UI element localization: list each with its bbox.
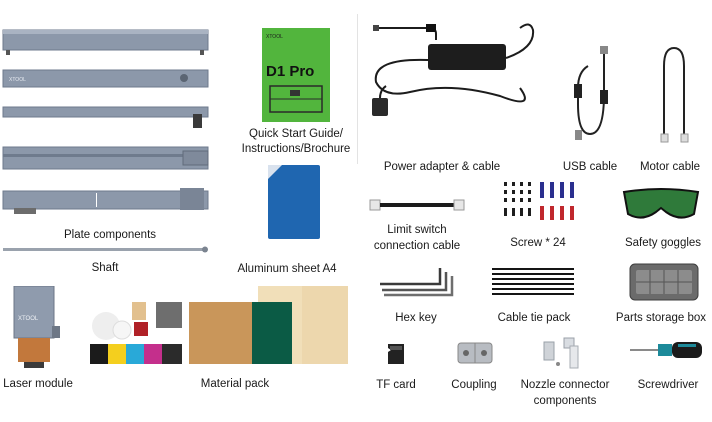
quick-start-guide-label-line2: Instructions/Brochure (241, 143, 351, 155)
limit-switch-cable-label-line1: Limit switch (387, 224, 447, 236)
laser-module-image: XTOOL (12, 286, 62, 370)
laser-module-label: Laser module (3, 378, 73, 390)
limit-switch-cable-image (368, 196, 466, 214)
parts-storage-box-image (628, 262, 700, 302)
quick-start-guide-image: XTOOL D1 Pro (262, 28, 330, 122)
safety-goggles-label: Safety goggles (624, 237, 702, 249)
power-adapter-image (370, 18, 540, 126)
power-adapter-label: Power adapter & cable (383, 161, 501, 173)
shaft-label: Shaft (91, 262, 119, 274)
hex-key-image (376, 264, 456, 298)
tf-card-image (386, 342, 406, 366)
quick-start-guide-label-line1: Quick Start Guide/ (249, 128, 343, 140)
nozzle-connector-label-line1: Nozzle connector (520, 379, 610, 391)
shaft-image (0, 245, 212, 255)
usb-cable-image (564, 44, 620, 144)
parts-storage-box-label: Parts storage box (615, 312, 707, 324)
limit-switch-cable-label-line2: connection cable (373, 240, 461, 252)
aluminum-sheet-label: Aluminum sheet A4 (237, 263, 337, 275)
plate-components-label: Plate components (63, 229, 157, 241)
motor-cable-image (652, 44, 692, 144)
safety-goggles-image (620, 186, 702, 226)
screws-image (500, 180, 590, 224)
screwdriver-image (626, 336, 710, 364)
hex-key-label: Hex key (395, 312, 437, 324)
guide-brand-text: XTOOL (266, 34, 283, 40)
nozzle-connector-label-line2: components (533, 395, 597, 407)
material-pack-image (88, 284, 352, 366)
nozzle-connector-image (540, 336, 586, 370)
screwdriver-label: Screwdriver (637, 379, 699, 391)
tf-card-label: TF card (376, 379, 416, 391)
coupling-image (456, 340, 494, 366)
aluminum-sheet-image (268, 165, 320, 239)
screw-label: Screw * 24 (510, 237, 566, 249)
material-pack-label: Material pack (200, 378, 270, 390)
plate-components-image: XTOOL (0, 26, 212, 216)
cable-tie-pack-label: Cable tie pack (497, 312, 571, 324)
guide-product-text: D1 Pro (266, 63, 314, 80)
laser-brand-text: XTOOL (18, 316, 39, 322)
rail-brand-text: XTOOL (9, 77, 26, 83)
section-divider (357, 14, 358, 164)
coupling-label: Coupling (451, 379, 497, 391)
usb-cable-label: USB cable (562, 161, 618, 173)
cable-tie-pack-image (490, 266, 576, 296)
motor-cable-label: Motor cable (639, 161, 701, 173)
